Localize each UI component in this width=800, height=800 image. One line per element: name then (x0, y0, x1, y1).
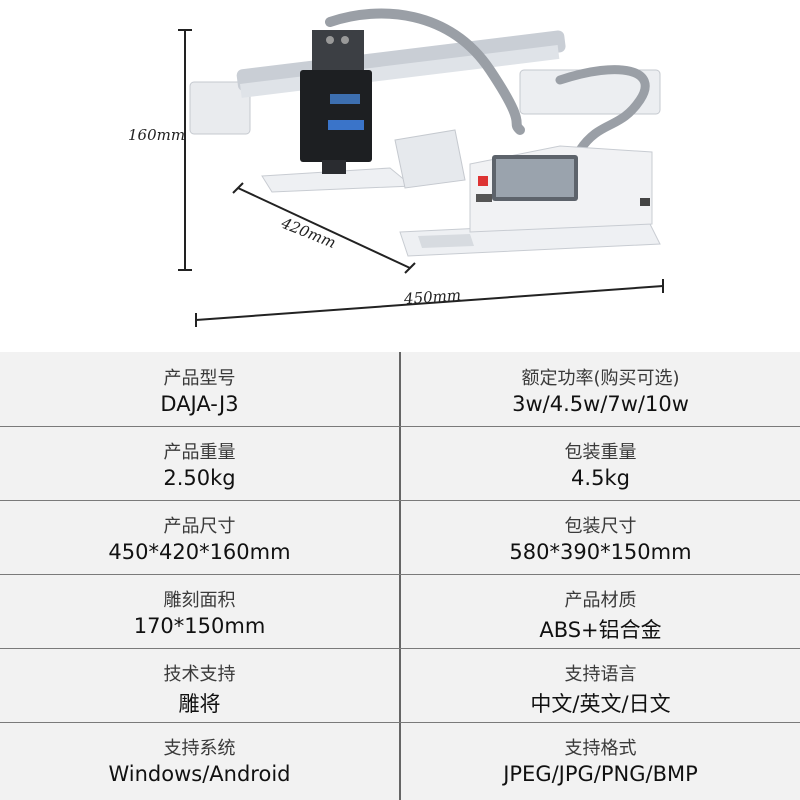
spec-label: 包装重量 (564, 442, 637, 463)
spec-label: 雕刻面积 (163, 590, 236, 611)
spec-cell: 产品型号 DAJA-J3 (0, 352, 399, 426)
cable-chain (325, 8, 525, 135)
spec-cell: 产品重量 2.50kg (0, 426, 399, 500)
control-box (469, 145, 653, 233)
spec-cell: 产品尺寸 450*420*160mm (0, 500, 399, 574)
laser-engraver-illustration (178, 8, 664, 327)
spec-cell: 额定功率(购买可选) 3w/4.5w/7w/10w (401, 352, 800, 426)
spec-label: 支持系统 (163, 738, 236, 759)
spec-value: 4.5kg (571, 466, 630, 490)
spec-cell: 支持语言 中文/英文/日文 (401, 648, 800, 722)
spec-cell: 支持系统 Windows/Android (0, 722, 399, 796)
spec-label: 产品型号 (163, 368, 236, 389)
spec-value: 580*390*150mm (509, 540, 692, 564)
dimension-lines (178, 29, 664, 327)
spec-label: 技术支持 (163, 664, 236, 685)
laser-head (300, 30, 372, 174)
spec-value: 2.50kg (163, 466, 236, 490)
spec-label: 额定功率(购买可选) (521, 368, 680, 389)
table-row: 产品尺寸 450*420*160mm 包装尺寸 580*390*150mm (0, 500, 800, 575)
cable-chain-right (555, 65, 650, 155)
spec-value: 450*420*160mm (108, 540, 291, 564)
spec-label: 产品尺寸 (163, 516, 236, 537)
spec-value: 中文/英文/日文 (530, 692, 671, 716)
spec-value: 雕将 (178, 692, 221, 716)
spec-value: JPEG/JPG/PNG/BMP (503, 762, 698, 786)
spec-cell: 包装重量 4.5kg (401, 426, 800, 500)
spec-cell: 雕刻面积 170*150mm (0, 574, 399, 648)
x-axis-rail (189, 30, 661, 135)
spec-cell: 技术支持 雕将 (0, 648, 399, 722)
spec-value: DAJA-J3 (160, 392, 239, 416)
product-image-area: 160mm 420mm 450mm (0, 0, 800, 352)
spec-cell: 包装尺寸 580*390*150mm (401, 500, 800, 574)
table-row: 雕刻面积 170*150mm 产品材质 ABS+铝合金 (0, 574, 800, 649)
spec-cell: 支持格式 JPEG/JPG/PNG/BMP (401, 722, 800, 796)
column-divider (399, 352, 401, 800)
table-row: 产品型号 DAJA-J3 额定功率(购买可选) 3w/4.5w/7w/10w (0, 352, 800, 427)
table-row: 产品重量 2.50kg 包装重量 4.5kg (0, 426, 800, 501)
height-dimension-label: 160mm (128, 126, 186, 144)
spec-label: 包装尺寸 (564, 516, 637, 537)
spec-value: Windows/Android (108, 762, 291, 786)
spec-label: 支持格式 (564, 738, 637, 759)
spec-label: 产品重量 (163, 442, 236, 463)
spec-value: 170*150mm (133, 614, 266, 638)
power-switch (478, 176, 488, 186)
table-row: 技术支持 雕将 支持语言 中文/英文/日文 (0, 648, 800, 723)
spec-table: 产品型号 DAJA-J3 额定功率(购买可选) 3w/4.5w/7w/10w 产… (0, 352, 800, 800)
table-row: 支持系统 Windows/Android 支持格式 JPEG/JPG/PNG/B… (0, 722, 800, 800)
spec-value: 3w/4.5w/7w/10w (512, 392, 689, 416)
spec-cell: 产品材质 ABS+铝合金 (401, 574, 800, 648)
y-axis-support (394, 129, 466, 189)
spec-label: 支持语言 (564, 664, 637, 685)
spec-value: ABS+铝合金 (539, 618, 662, 642)
spec-label: 产品材质 (564, 590, 637, 611)
